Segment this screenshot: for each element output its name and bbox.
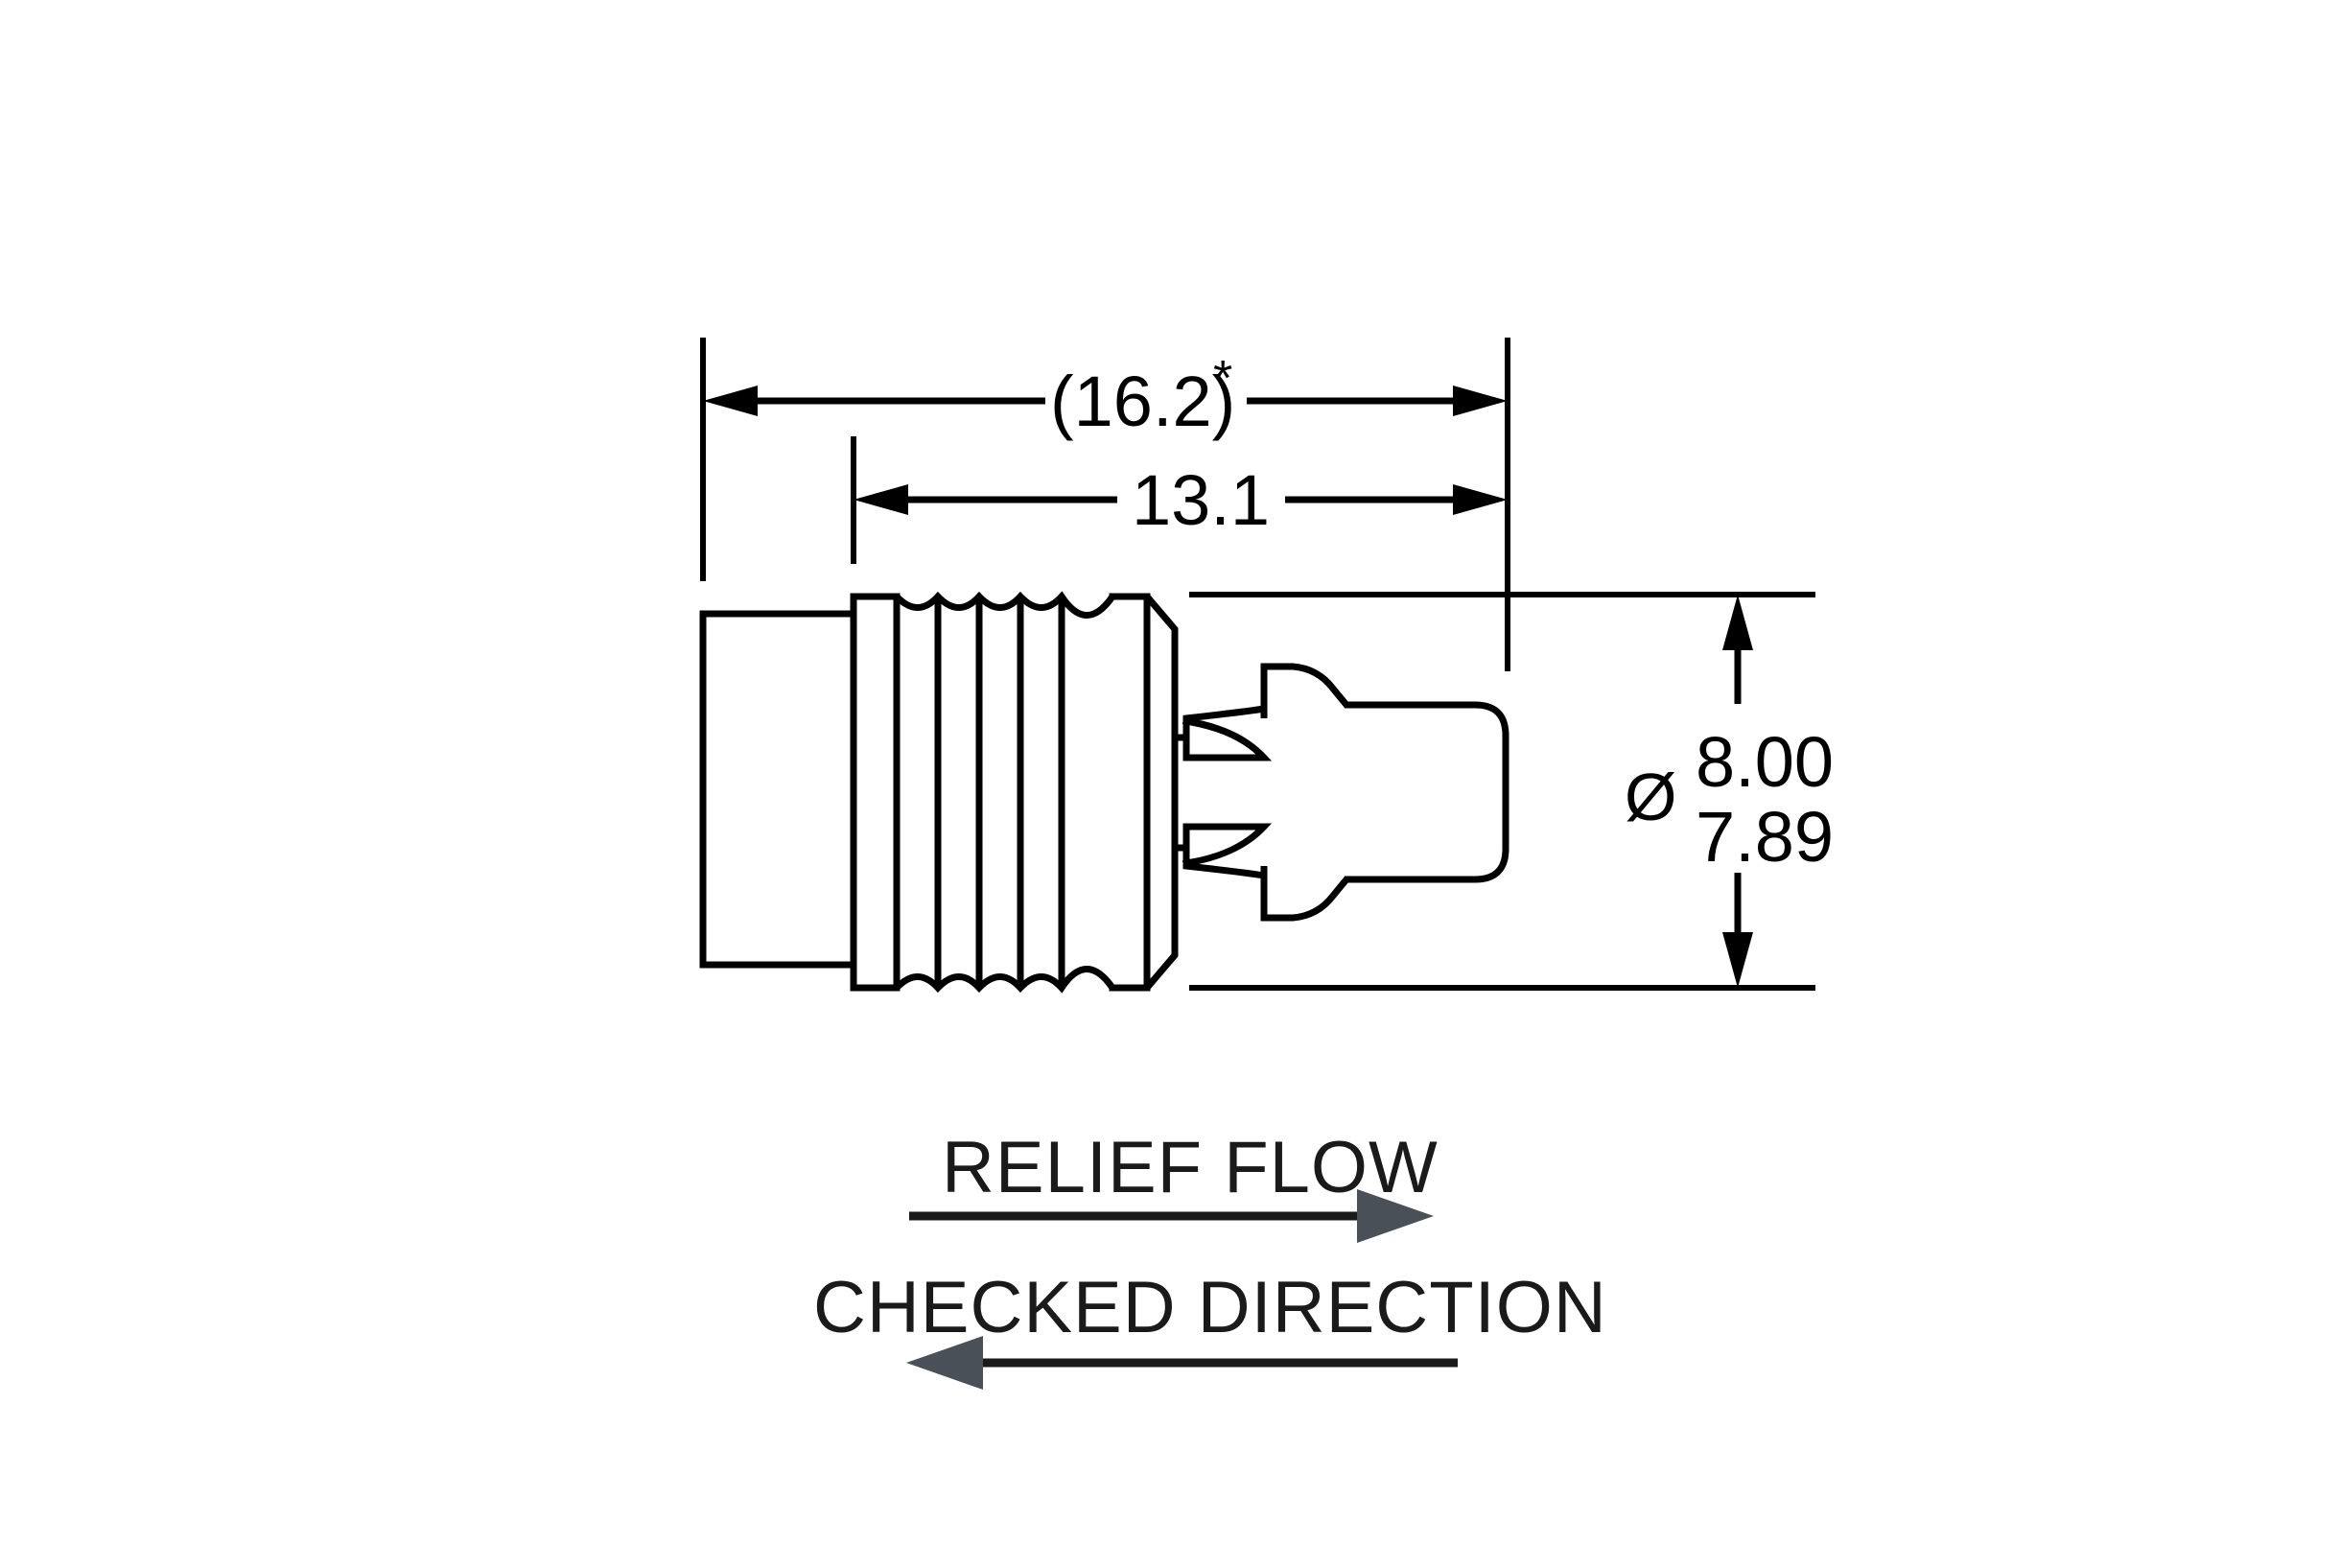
- nozzle-lower-profile: [1171, 789, 1509, 922]
- flange-outline: [1109, 593, 1179, 992]
- overall-dim-arrowhead-right: [1453, 386, 1508, 416]
- note-relief-flow: RELIEF FLOW: [909, 1127, 1439, 1243]
- diameter-dim-arrowhead-bottom: [1722, 932, 1753, 988]
- dimension-overall-length: (16.2) *: [703, 351, 1508, 441]
- diameter-max-value: 8.00: [1696, 722, 1834, 802]
- relief-flow-label: RELIEF FLOW: [942, 1127, 1439, 1208]
- dimension-body-length: 13.1: [854, 460, 1508, 540]
- dimension-diameter: Ø 8.00 7.89: [1625, 595, 1834, 988]
- diameter-dim-arrowhead-top: [1722, 595, 1753, 650]
- nozzle-upper-seat-arc: [1182, 717, 1273, 761]
- thread-bottom-profile: [850, 966, 1151, 994]
- relief-flow-arrowhead: [1357, 1189, 1434, 1243]
- note-checked-direction: CHECKED DIRECTION: [813, 1267, 1607, 1390]
- body-dim-arrowhead-right: [1453, 484, 1508, 515]
- diameter-symbol: Ø: [1625, 760, 1676, 834]
- nozzle-upper-profile: [1171, 663, 1509, 795]
- body-dim-arrowhead-left: [854, 484, 908, 515]
- checked-direction-arrowhead: [906, 1336, 983, 1390]
- extension-lines: [700, 338, 1815, 991]
- inlet-cylinder-outline: [699, 610, 857, 969]
- thread-top-profile: [850, 591, 1151, 619]
- nozzle-lower-seat-arc: [1182, 823, 1273, 867]
- overall-length-asterisk: *: [1213, 351, 1232, 407]
- checked-direction-label: CHECKED DIRECTION: [813, 1267, 1607, 1348]
- overall-dim-arrowhead-left: [703, 386, 758, 416]
- part-geometry: [699, 591, 1509, 994]
- overall-length-value: (16.2): [1050, 362, 1235, 441]
- body-length-value: 13.1: [1132, 460, 1270, 540]
- diameter-min-value: 7.89: [1696, 797, 1834, 877]
